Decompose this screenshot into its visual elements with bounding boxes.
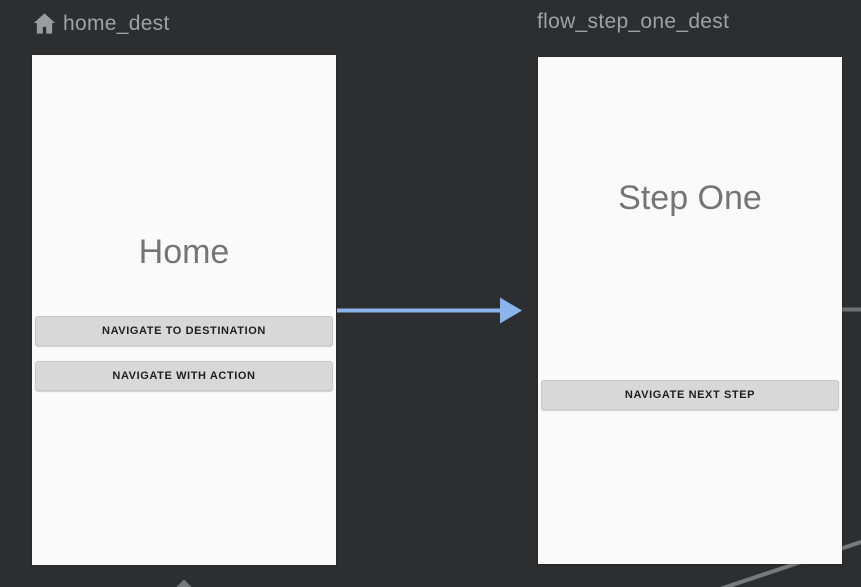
destination-preview-flow-step-one[interactable]: Step One NAVIGATE NEXT STEP xyxy=(538,57,842,564)
destination-header-flow-step-one[interactable]: flow_step_one_dest xyxy=(537,10,729,34)
partial-bottom-arrowhead-icon xyxy=(176,579,192,587)
home-screen-title: Home xyxy=(138,233,230,271)
destination-label-flow-step-one[interactable]: flow_step_one_dest xyxy=(537,10,730,33)
start-destination-home-icon xyxy=(31,10,58,37)
action-arrow-head-icon xyxy=(500,297,522,324)
destination-preview-home[interactable]: Home NAVIGATE TO DESTINATION NAVIGATE WI… xyxy=(32,55,336,565)
navigate-next-step-button[interactable]: NAVIGATE NEXT STEP xyxy=(541,380,839,410)
navigate-to-destination-button[interactable]: NAVIGATE TO DESTINATION xyxy=(35,316,333,346)
step-one-screen-title: Step One xyxy=(618,179,762,217)
destination-label-home[interactable]: home_dest xyxy=(63,11,170,35)
navigate-with-action-button[interactable]: NAVIGATE WITH ACTION xyxy=(35,361,333,391)
destination-header-home[interactable]: home_dest xyxy=(31,10,170,37)
